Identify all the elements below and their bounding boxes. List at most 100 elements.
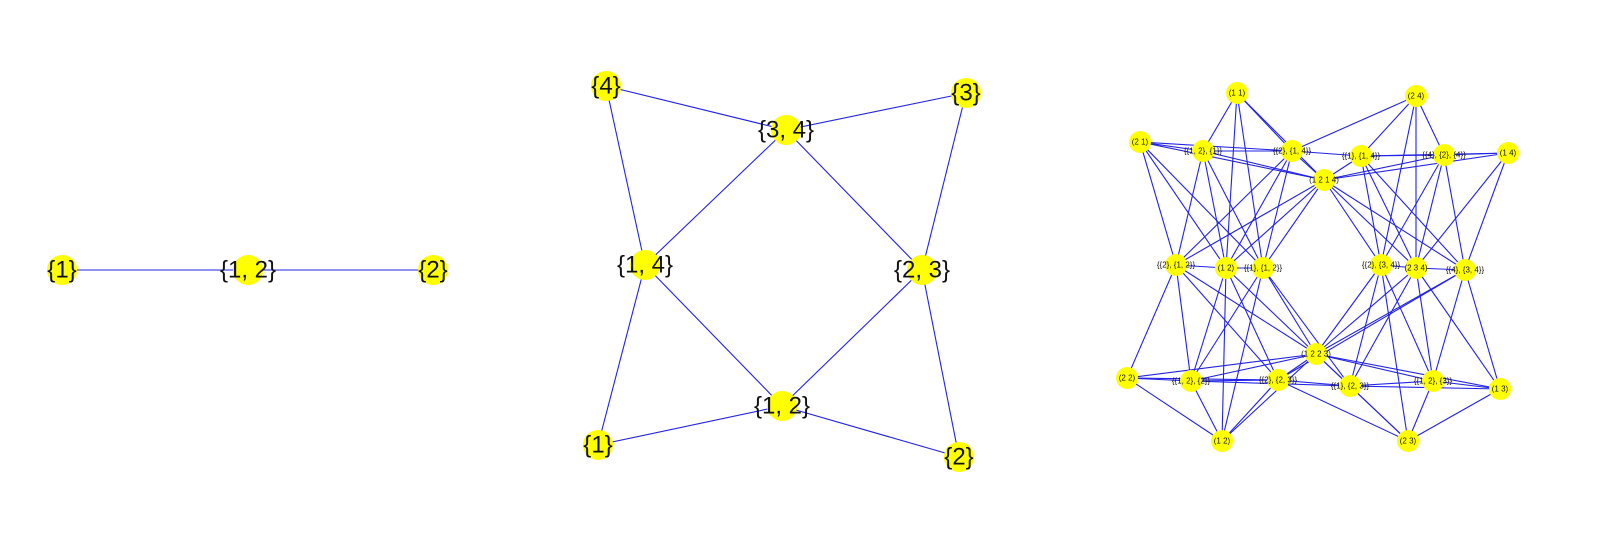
graph-edge xyxy=(1323,179,1382,266)
graph-edge xyxy=(1190,380,1223,442)
node-marker xyxy=(418,255,448,285)
node-label: {{2}, {3, 4}} xyxy=(1362,261,1401,270)
graph-node[interactable]: {1, 2} xyxy=(220,255,276,285)
node-marker xyxy=(1180,370,1202,392)
graph-edge xyxy=(1277,379,1351,387)
graph-edge xyxy=(1175,264,1279,381)
graph-edge xyxy=(1202,92,1238,152)
graph-edge xyxy=(1236,92,1325,181)
graph-edge xyxy=(1315,264,1382,355)
graph-node[interactable]: {1} xyxy=(583,430,613,460)
graph-edge xyxy=(1291,150,1362,157)
graph-node[interactable]: {3, 4} xyxy=(758,115,814,145)
graph-edge xyxy=(1380,154,1445,266)
graph-edge xyxy=(597,405,783,446)
graph-node[interactable]: {{2}, {1, 4}} xyxy=(1273,140,1312,162)
graph-edge xyxy=(1175,264,1192,382)
graph-node[interactable]: (1 2 1 4) xyxy=(1309,169,1339,191)
graph-edge xyxy=(605,85,646,266)
graph-edge xyxy=(1360,154,1445,157)
node-marker xyxy=(591,71,621,101)
graph-node[interactable]: {{1}, {1, 2}} xyxy=(1244,257,1283,279)
graph-node[interactable]: {1, 2} xyxy=(754,391,810,421)
node-label: {3, 4} xyxy=(758,117,814,144)
graph-edge xyxy=(1315,353,1501,390)
node-marker xyxy=(1405,85,1427,107)
node-label: {{1, 2}, {1}} xyxy=(1184,147,1223,156)
node-label: (1 2 2 3) xyxy=(1301,350,1331,359)
graph-2-nodes: {4} {3, 4} {3} {1, 4} {2, 3} {1, 2} {1} {2} xyxy=(583,71,981,472)
graph-edge xyxy=(1323,152,1509,181)
graph-edge xyxy=(1225,179,1325,269)
graph-node[interactable]: {3} xyxy=(951,78,981,108)
graph-edge xyxy=(1175,264,1317,355)
graph-node[interactable]: {{1, 2}, {3}} xyxy=(1414,370,1453,392)
graph-node[interactable]: (1 1) xyxy=(1226,82,1248,104)
graph-node[interactable]: (2 1) xyxy=(1129,131,1151,153)
graph-node[interactable]: {2} xyxy=(418,255,448,285)
graph-node[interactable]: (1 2) xyxy=(1215,257,1237,279)
graph-node[interactable]: (1 3) xyxy=(1489,378,1511,400)
graph-edge xyxy=(605,85,787,131)
node-marker xyxy=(1116,367,1138,389)
node-marker xyxy=(1370,254,1392,276)
graph-node[interactable]: {4} xyxy=(591,71,621,101)
graph-edge xyxy=(1315,267,1417,355)
graph-edge xyxy=(1262,179,1325,269)
graph-edge xyxy=(1380,264,1409,442)
node-label: {1} xyxy=(583,432,612,459)
graph-node[interactable]: (2 2) xyxy=(1116,367,1138,389)
graph-node[interactable]: (2 3 4) xyxy=(1404,257,1428,279)
graph-edge xyxy=(1225,267,1279,381)
node-marker xyxy=(1397,430,1419,452)
graph-node[interactable]: {{2}, {2, 3}} xyxy=(1259,369,1298,391)
node-label: {1, 2} xyxy=(754,393,810,420)
node-label: (1 3) xyxy=(1492,385,1509,394)
graph-node[interactable]: (2 3) xyxy=(1397,430,1419,452)
graph-node[interactable]: {1, 4} xyxy=(617,250,673,280)
graph-edge xyxy=(1380,264,1434,382)
graph-node[interactable]: {{4}, {3, 4}} xyxy=(1446,259,1485,281)
node-label: (1 2) xyxy=(1218,264,1235,273)
graph-node[interactable]: {1} xyxy=(47,255,77,285)
node-label: {{4}, {3, 4}} xyxy=(1446,266,1485,275)
node-label: (2 3 4) xyxy=(1404,264,1427,273)
node-marker xyxy=(233,255,263,285)
graph-edge xyxy=(1202,150,1325,181)
graph-node[interactable]: (1 4) xyxy=(1497,142,1519,164)
graph-2-edges xyxy=(597,85,967,458)
graph-node[interactable]: {2} xyxy=(944,442,974,472)
graph-node[interactable]: {2, 3} xyxy=(894,255,950,285)
graph-node[interactable]: (1 2) xyxy=(1211,430,1233,452)
node-label: {{1}, {1, 2}} xyxy=(1244,264,1283,273)
graph-node[interactable]: {{1}, {2, 3}} xyxy=(1331,375,1370,397)
graph-edge xyxy=(1126,377,1279,381)
graph-edge xyxy=(1221,353,1317,442)
graph-edge xyxy=(1464,152,1509,271)
node-marker xyxy=(1281,140,1303,162)
graph-node[interactable]: (2 4) xyxy=(1405,85,1427,107)
node-label: {3} xyxy=(951,80,980,107)
node-marker xyxy=(1165,254,1187,276)
graph-node[interactable]: {{2}, {1, 2}} xyxy=(1157,254,1196,276)
graph-node[interactable]: {{1}, {1, 4}} xyxy=(1342,145,1381,167)
graph-edge xyxy=(1139,141,1227,269)
node-label: (1 4) xyxy=(1500,149,1517,158)
graph-edge xyxy=(1126,264,1177,379)
graph-node[interactable]: {{1, 2}, {1}} xyxy=(1184,140,1223,162)
node-label: (2 1) xyxy=(1132,138,1149,147)
graph-edge xyxy=(1190,267,1227,382)
graph-edge xyxy=(1139,141,1325,181)
graph-node[interactable]: {{2}, {3, 4}} xyxy=(1362,254,1401,276)
graph-node[interactable]: {{1, 2}, {2}} xyxy=(1172,370,1211,392)
node-label: {2, 3} xyxy=(894,257,950,284)
node-label: {{1}, {1, 4}} xyxy=(1342,152,1381,161)
node-marker xyxy=(771,115,801,145)
graph-edge xyxy=(1443,154,1466,271)
graph-edge xyxy=(1225,267,1317,355)
graph-node[interactable]: {{4}, {2}, {4}} xyxy=(1422,144,1466,166)
edges-layer xyxy=(62,85,1509,458)
node-label: (1 1) xyxy=(1229,89,1246,98)
graph-node[interactable]: (1 2 2 3) xyxy=(1301,343,1331,365)
node-label: {{1, 2}, {3}} xyxy=(1414,377,1453,386)
